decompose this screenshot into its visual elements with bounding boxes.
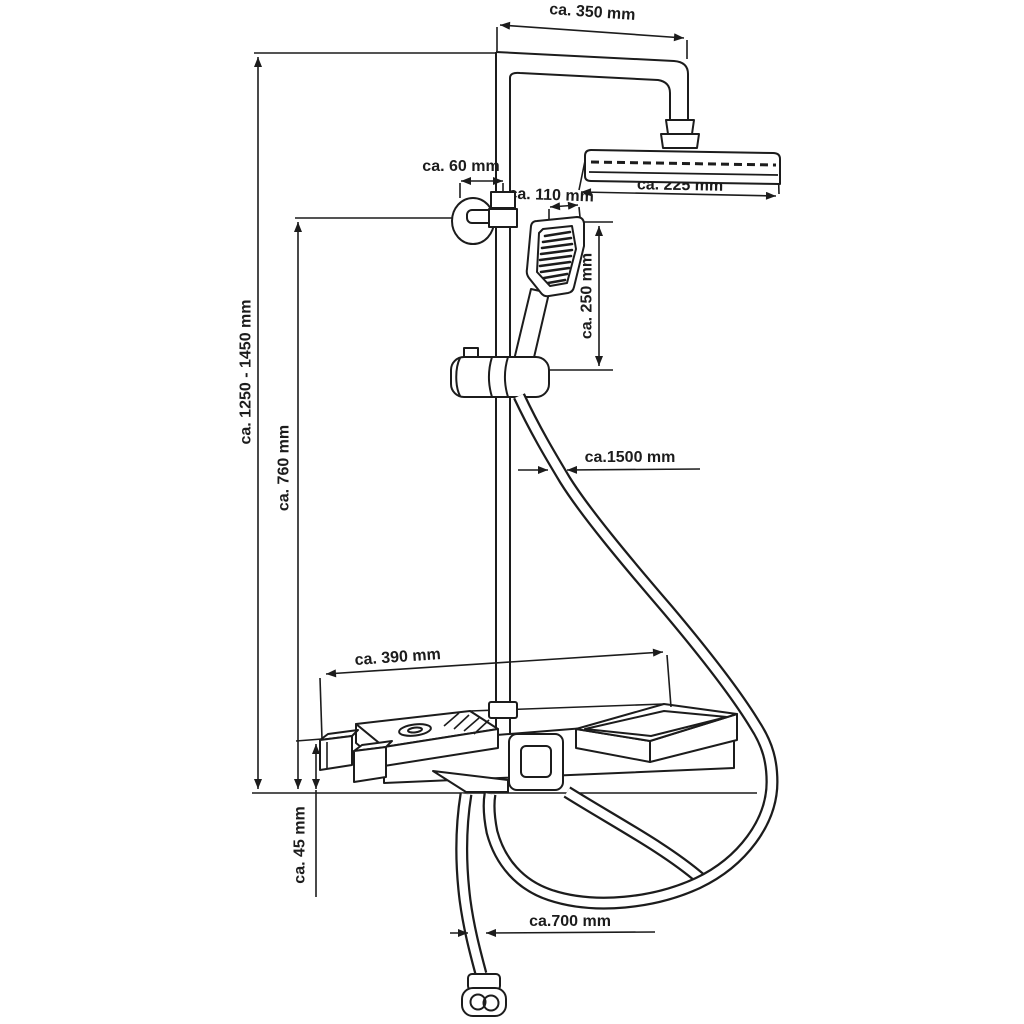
dim-line (549, 201, 579, 211)
hand-shower-nozzle-rows (538, 230, 574, 285)
holder-cap-line (455, 357, 461, 397)
dim-label-shower-hose-length: ca.1500 mm (585, 449, 676, 466)
connector-detail2 (482, 994, 500, 1012)
pipe-bracket-upper (490, 191, 516, 209)
spout-block2-front (353, 746, 387, 783)
rain-head-nozzle-band (590, 160, 777, 167)
hand-shower-handle (513, 288, 550, 367)
dim-pointer-right (485, 928, 656, 937)
slider-holder (450, 347, 550, 398)
dim-label-arm-width: ca. 350 mm (549, 1, 636, 24)
dim-label-outlet-hose-length: ca.700 mm (529, 913, 611, 930)
dim-wall-distance: ca. 60 mm (422, 158, 504, 198)
left-tray-hatch (443, 712, 490, 735)
hose-connector (461, 973, 507, 1017)
mixer-outlet-hose-segment (563, 786, 706, 884)
holder-body (450, 356, 550, 398)
dim-shelf-width: ca. 390 mm (319, 646, 672, 740)
pipe-right-edge-and-arm-bottom (509, 71, 671, 736)
shower-hose (482, 393, 779, 910)
under-bracket (432, 770, 509, 793)
right-tray-rim-inner (584, 710, 728, 737)
spout-front (319, 735, 353, 771)
shower-arm (495, 51, 700, 149)
dim-line (499, 21, 685, 42)
diverter-button-inner (520, 745, 552, 778)
hand-shower-head (525, 216, 585, 298)
pipe-collar (488, 701, 518, 719)
dim-label-riser-height: ca. 760 mm (276, 425, 293, 511)
outlet-hose (455, 792, 488, 976)
extension-line (578, 206, 581, 218)
dim-arm-width: ca. 350 mm (496, 1, 688, 59)
dim-hand-shower-length: ca. 250 mm (541, 221, 613, 371)
rain-head-rim-line (588, 171, 779, 176)
dim-label-spout-height: ca. 45 mm (292, 806, 309, 883)
extension-line (319, 677, 323, 740)
dim-shower-hose-length: ca.1500 mm (518, 449, 701, 474)
dim-hand-shower-width: ca. 110 mm (508, 186, 594, 219)
arm-top-edge (495, 51, 689, 120)
holder-clamp-line2 (504, 356, 509, 398)
dim-riser-height: ca. 760 mm (276, 217, 458, 789)
arm-nut-lower (660, 133, 700, 149)
soap-dish-oval-inner (407, 726, 423, 734)
dim-total-height: ca. 1250 - 1450 mm (238, 52, 496, 789)
soap-dish-oval (398, 723, 432, 737)
dim-line (325, 648, 664, 678)
extension-line (666, 654, 672, 708)
dim-line (580, 188, 777, 200)
hand-shower-face-inner (536, 225, 577, 287)
rain-shower-head (584, 149, 781, 185)
dim-label-shelf-width: ca. 390 mm (354, 646, 441, 669)
shelf-mixer-unit (319, 701, 738, 793)
holder-clamp-line (488, 356, 493, 398)
dim-label-hand-shower-width: ca. 110 mm (508, 186, 594, 206)
pipe-bracket-lower (488, 208, 518, 228)
dim-label-hand-shower-length: ca. 250 mm (579, 253, 596, 339)
arm-nut-upper (665, 119, 695, 135)
dim-label-wall-distance: ca. 60 mm (422, 158, 499, 175)
rain-head-body (584, 149, 781, 185)
dim-outlet-hose-length: ca.700 mm (450, 913, 656, 937)
connector-detail (469, 993, 487, 1011)
dim-pointer-right (566, 465, 701, 474)
wall-mount (451, 191, 518, 245)
dim-label-total-height: ca. 1250 - 1450 mm (238, 300, 255, 445)
